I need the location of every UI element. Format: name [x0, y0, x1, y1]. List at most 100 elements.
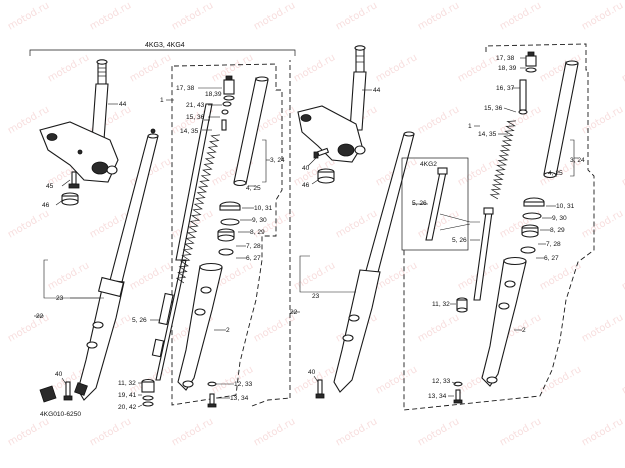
- callout-44-left: 44: [119, 101, 127, 108]
- callout-17-38-left: 17, 38: [176, 85, 195, 92]
- watermark-text: motod.ru: [6, 416, 51, 448]
- callout-17-38-right: 17, 38: [496, 55, 515, 62]
- watermark-text: motod.ru: [6, 208, 51, 240]
- watermark-text: motod.ru: [6, 312, 51, 344]
- callout-14-35-right: 14, 35: [478, 131, 497, 138]
- group-box-right: [403, 43, 595, 411]
- callout-10-31-left: 10, 31: [254, 205, 273, 212]
- watermark-text: motod.ru: [88, 0, 133, 32]
- damper-cylinder-left: [141, 292, 174, 407]
- reflector-left: [39, 385, 57, 403]
- fork-leg-2-left: [177, 262, 223, 391]
- watermark-text: motod.ru: [46, 260, 91, 292]
- header-label: 4KG3, 4KG4: [145, 42, 185, 49]
- outer-tube-left: [74, 276, 125, 401]
- seal-stack-right: [520, 197, 545, 254]
- watermark-text: motod.ru: [292, 260, 337, 292]
- watermark-text: motod.ru: [538, 260, 583, 292]
- callout-1-left: 1: [160, 97, 164, 104]
- watermark-text: motod.ru: [334, 0, 379, 32]
- callout-23-left: 23: [56, 295, 64, 302]
- watermark-text: motod.ru: [128, 52, 173, 84]
- watermark-text: motod.ru: [374, 364, 419, 396]
- watermark-text: motod.ru: [498, 416, 543, 448]
- watermark-text: motod.ru: [334, 208, 379, 240]
- callout-15-36-left: 15, 36: [186, 114, 205, 121]
- watermark-text: motod.ru: [416, 104, 461, 136]
- fork-tube-right: [543, 60, 579, 179]
- callout-5-26-left: 5, 26: [132, 317, 147, 324]
- callout-4-25-left: 4, 25: [246, 185, 261, 192]
- watermark-text: motod.ru: [334, 416, 379, 448]
- callout-40-left: 40: [55, 371, 63, 378]
- watermark-text: motod.ru: [416, 416, 461, 448]
- callout-9-30-left: 9, 30: [252, 217, 267, 224]
- damper-rod-left: [155, 103, 213, 381]
- callout-8-29-right: 8, 29: [550, 227, 565, 234]
- outer-tube-right: [333, 269, 381, 393]
- callout-46-left: 46: [42, 202, 50, 209]
- callout-22-left: 22: [36, 313, 44, 320]
- fork-tube-left: [233, 76, 269, 187]
- watermark-text: motod.ru: [416, 0, 461, 32]
- callout-6-27-right: 6, 27: [544, 255, 559, 262]
- damper-rod-right: [473, 207, 494, 301]
- spring-left: [175, 134, 220, 284]
- drain-bolt-right: [453, 381, 463, 404]
- watermark-text: motod.ru: [128, 260, 173, 292]
- cap-bolt-right: [518, 51, 537, 115]
- oil-lock-piece-right: [456, 297, 468, 313]
- watermark-text: motod.ru: [374, 260, 419, 292]
- callout-7-28-left: 7, 28: [246, 243, 261, 250]
- spring-coil: [489, 120, 516, 200]
- callout-13-34-right: 13, 34: [428, 393, 447, 400]
- callout-18-39-right: 18, 39: [498, 65, 517, 72]
- watermark-text: motod.ru: [252, 416, 297, 448]
- callout-3-24-right: 3, 24: [570, 157, 585, 164]
- callout-46-right: 46: [302, 182, 310, 189]
- cap-bolt-left: [221, 75, 235, 131]
- bolt-45-left: [68, 171, 80, 189]
- callout-5-26b-right: 5, 26: [452, 237, 467, 244]
- watermark-text: motod.ru: [456, 156, 501, 188]
- watermark-text: motod.ru: [416, 208, 461, 240]
- cap-46-left: [61, 192, 79, 206]
- callout-3-24-left: 3, 24: [270, 157, 285, 164]
- callout-7-28-right: 7, 28: [546, 241, 561, 248]
- header-bracket: 4KG3, 4KG4: [29, 42, 296, 56]
- inset-label: 4KG2: [420, 161, 437, 168]
- callout-40-right: 40: [302, 165, 310, 172]
- bolt-40-lower-right: [315, 379, 325, 399]
- callout-8-29-left: 8, 29: [250, 229, 265, 236]
- watermark-text: motod.ru: [620, 260, 625, 292]
- callout-23-right: 23: [312, 293, 320, 300]
- watermark-text: motod.ru: [170, 0, 215, 32]
- watermark-text: motod.ru: [170, 416, 215, 448]
- fork-leg-2-right: [481, 256, 527, 387]
- watermark-text: motod.ru: [88, 416, 133, 448]
- callout-1-right: 1: [468, 123, 472, 130]
- cap-46-right: [317, 168, 335, 184]
- callout-4-25-right: 4, 25: [548, 170, 563, 177]
- callout-13-34-left: 13, 34: [230, 395, 249, 402]
- drawing-code: 4KG010-6250: [40, 411, 81, 418]
- watermark-text: motod.ru: [620, 156, 625, 188]
- watermark-text: motod.ru: [620, 364, 625, 396]
- inset-box-4kg2: 4KG2: [401, 157, 469, 251]
- callout-5-26a-right: 5, 26: [412, 200, 427, 207]
- callout-19-41-left: 19, 41: [118, 392, 137, 399]
- watermark-text: motod.ru: [580, 0, 625, 32]
- bolt-40-left: [63, 381, 73, 401]
- callout-11-32-right: 11, 32: [432, 301, 450, 308]
- callout-40b-right: 40: [308, 369, 316, 376]
- watermark-text: motod.ru: [46, 52, 91, 84]
- callout-2-right: 2: [522, 327, 526, 334]
- watermark-text: motod.ru: [580, 312, 625, 344]
- callout-20-42-left: 20, 42: [118, 404, 137, 411]
- spring-right: [489, 120, 516, 200]
- callout-10-31-right: 10, 31: [556, 203, 575, 210]
- callout-45-left: 45: [46, 183, 54, 190]
- watermark-text: motod.ru: [580, 416, 625, 448]
